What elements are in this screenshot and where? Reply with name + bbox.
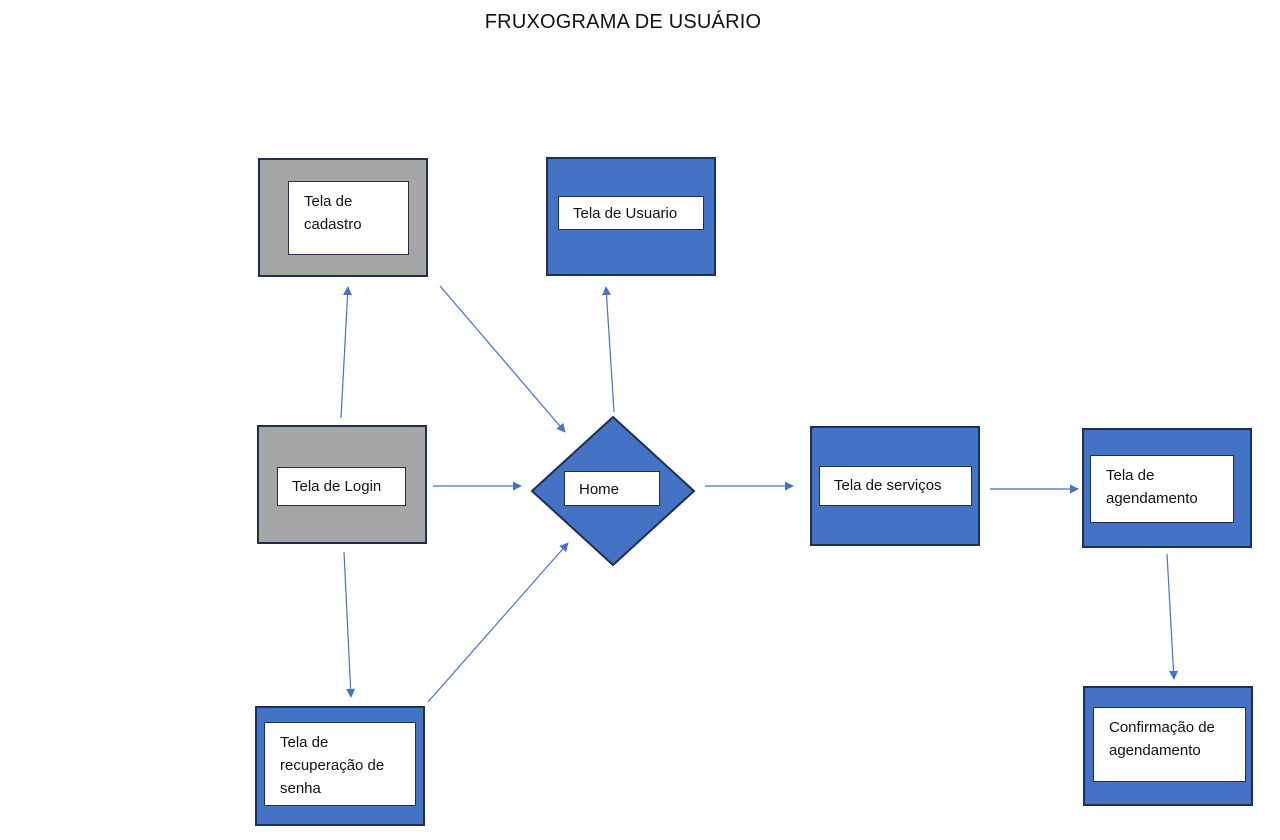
- arrow-agendamento-to-confirmacao: [1166, 553, 1179, 680]
- arrow-cadastro-to-home: [439, 285, 566, 433]
- arrow-login-to-recuperacao: [343, 551, 356, 698]
- node-cadastro-label: Tela de cadastro: [288, 181, 409, 255]
- page-title: FRUXOGRAMA DE USUÁRIO: [484, 11, 762, 33]
- arrow-login-to-cadastro: [340, 286, 353, 419]
- node-login-label: Tela de Login: [277, 467, 406, 506]
- node-servicos-label: Tela de serviços: [819, 466, 972, 506]
- node-usuario-label: Tela de Usuario: [558, 196, 704, 230]
- node-confirmacao-label: Confirmação de agendamento: [1093, 707, 1246, 782]
- arrow-recuperacao-to-home: [427, 542, 569, 703]
- node-recuperacao-label: Tela de recuperação de senha: [264, 722, 416, 806]
- node-agendamento-label: Tela de agendamento: [1090, 455, 1234, 523]
- arrow-home-to-usuario: [602, 286, 615, 413]
- node-home-label: Home: [564, 471, 660, 506]
